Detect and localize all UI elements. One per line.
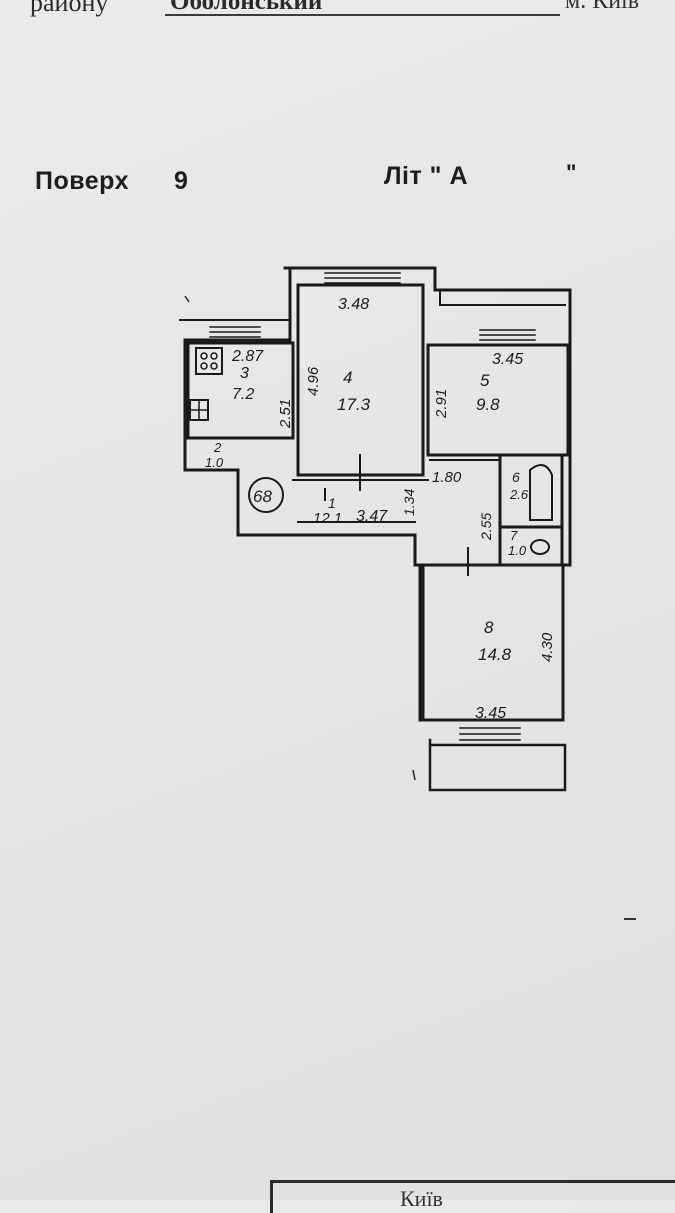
room-6-area: 2.6 — [509, 487, 529, 502]
district-value: Оболонський — [170, 0, 323, 15]
toilet-icon — [530, 539, 550, 555]
room-5-width: 3.45 — [492, 351, 523, 368]
room-2-number: 2 — [213, 440, 222, 455]
room-5-area: 9.8 — [476, 395, 500, 414]
district-underline — [165, 14, 560, 16]
liter-closing-quote: " — [566, 160, 577, 185]
room-3-length: 2.51 — [277, 399, 294, 429]
district-label: району — [30, 0, 109, 17]
room-2-area: 1.0 — [205, 455, 224, 470]
room-4-length: 4.96 — [305, 366, 322, 396]
room-6-number: 6 — [512, 469, 520, 485]
liter-label: Літ " А — [384, 162, 469, 190]
stamp-box — [270, 1180, 675, 1213]
room-8-area: 14.8 — [478, 645, 512, 664]
room-1-width: 3.47 — [356, 508, 388, 525]
room-1-length: 1.34 — [401, 489, 417, 516]
wall-outline — [183, 266, 572, 722]
room-5-length: 2.91 — [433, 389, 450, 419]
floor-value: 9 — [174, 167, 188, 195]
stray-mark — [624, 918, 636, 920]
total-area: 68 — [253, 487, 272, 506]
room-1-number: 1 — [328, 495, 336, 511]
wall-room-8 — [421, 563, 565, 722]
room-3-area: 7.2 — [232, 386, 254, 403]
footer-text: Київ — [400, 1186, 443, 1211]
room-1-area: 12.1 — [313, 510, 342, 527]
stove-icon — [195, 347, 223, 375]
wall-room-5 — [426, 343, 570, 457]
wall-room-3 — [186, 341, 295, 440]
room-7-number: 7 — [510, 528, 518, 543]
wall-balcony-top — [439, 289, 566, 306]
room-7-area: 1.0 — [508, 543, 527, 558]
total-area-circle — [248, 477, 284, 513]
room-4-number: 4 — [343, 368, 352, 387]
room-3-number: 3 — [240, 365, 249, 382]
room-8-number: 8 — [484, 618, 494, 637]
floor-label: Поверх — [35, 167, 130, 195]
room-6-length: 2.55 — [478, 513, 494, 541]
bathtub-icon — [529, 464, 553, 521]
room-5-number: 5 — [480, 371, 490, 390]
city-label: м. Київ — [565, 0, 640, 14]
room-4-area: 17.3 — [337, 395, 371, 414]
door-marks — [324, 454, 469, 576]
room-3-width: 2.87 — [231, 348, 264, 365]
room-8-length: 4.30 — [539, 632, 556, 662]
corridor-width: 1.80 — [432, 469, 462, 486]
window-marks — [209, 272, 536, 741]
wall-balcony-bottom — [428, 738, 567, 792]
room-4-width: 3.48 — [338, 296, 369, 313]
room-8-width: 3.45 — [475, 705, 506, 722]
